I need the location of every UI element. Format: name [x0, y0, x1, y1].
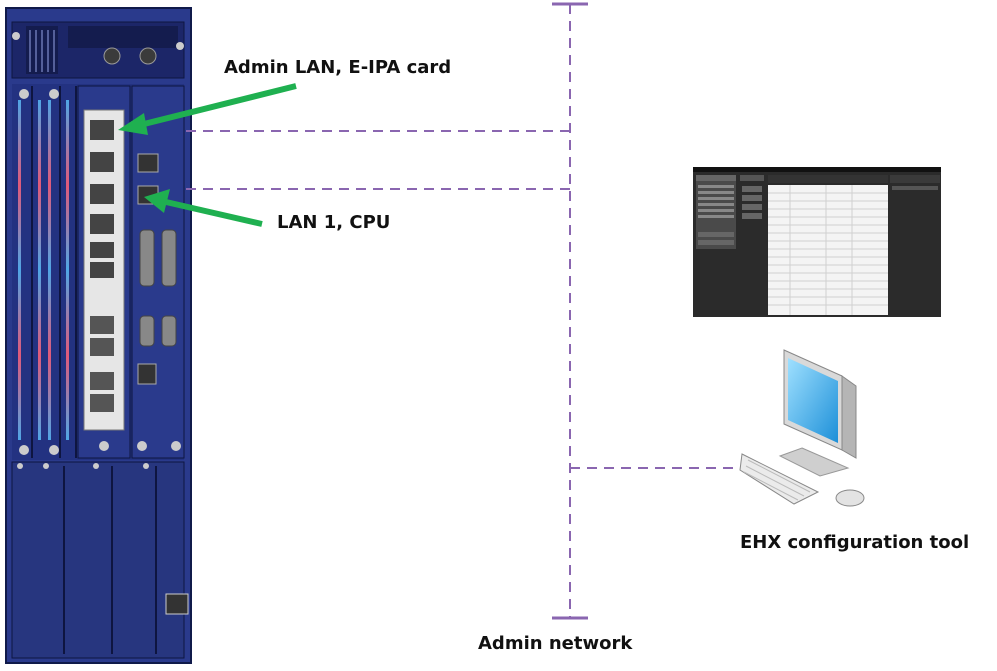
rj45-port-icon [90, 120, 114, 140]
rj45-port-icon [90, 152, 114, 172]
rj45-port-icon [90, 338, 114, 356]
power-connector-icon [139, 47, 157, 65]
rj45-port-icon [90, 394, 114, 412]
rj45-port-icon [90, 316, 114, 334]
ehx-configuration-tool-label: EHX configuration tool [740, 532, 970, 553]
lower-panels [11, 461, 189, 659]
arrow-lan1 [144, 189, 263, 227]
admin-lan-eipa-label: Admin LAN, E-IPA card [224, 57, 452, 78]
screw-icon [176, 42, 184, 50]
admin-network-label: Admin network [478, 633, 633, 654]
keyboard-icon [739, 453, 820, 505]
eipa-card [77, 85, 131, 459]
cpu-card [131, 85, 185, 459]
rj45-port-icon [90, 214, 114, 234]
db-connector-icon [161, 315, 177, 347]
ehx-screenshot [693, 167, 941, 317]
rj45-port-icon [90, 242, 114, 258]
rj45-port-icon [165, 593, 189, 615]
screw-icon [12, 32, 20, 40]
rj45-port-icon [90, 184, 114, 204]
arrow-admin-lan [118, 83, 297, 135]
computer-icon [739, 349, 865, 507]
power-connector-icon [103, 47, 121, 65]
slot-stripes [18, 86, 77, 458]
rj45-port-icon [137, 363, 157, 385]
rj45-port-icon [90, 372, 114, 390]
vent-grille [26, 26, 178, 74]
ehx-table [768, 185, 888, 315]
lan1-cpu-label: LAN 1, CPU [277, 212, 391, 233]
db-connector-icon [139, 229, 155, 287]
admin-network-lines [186, 4, 738, 618]
rj45-port-icon [137, 153, 159, 173]
db-connector-icon [161, 229, 177, 287]
mouse-icon [835, 489, 865, 507]
matrix-chassis [5, 7, 192, 664]
db-connector-icon [139, 315, 155, 347]
rj45-port-icon [90, 262, 114, 278]
